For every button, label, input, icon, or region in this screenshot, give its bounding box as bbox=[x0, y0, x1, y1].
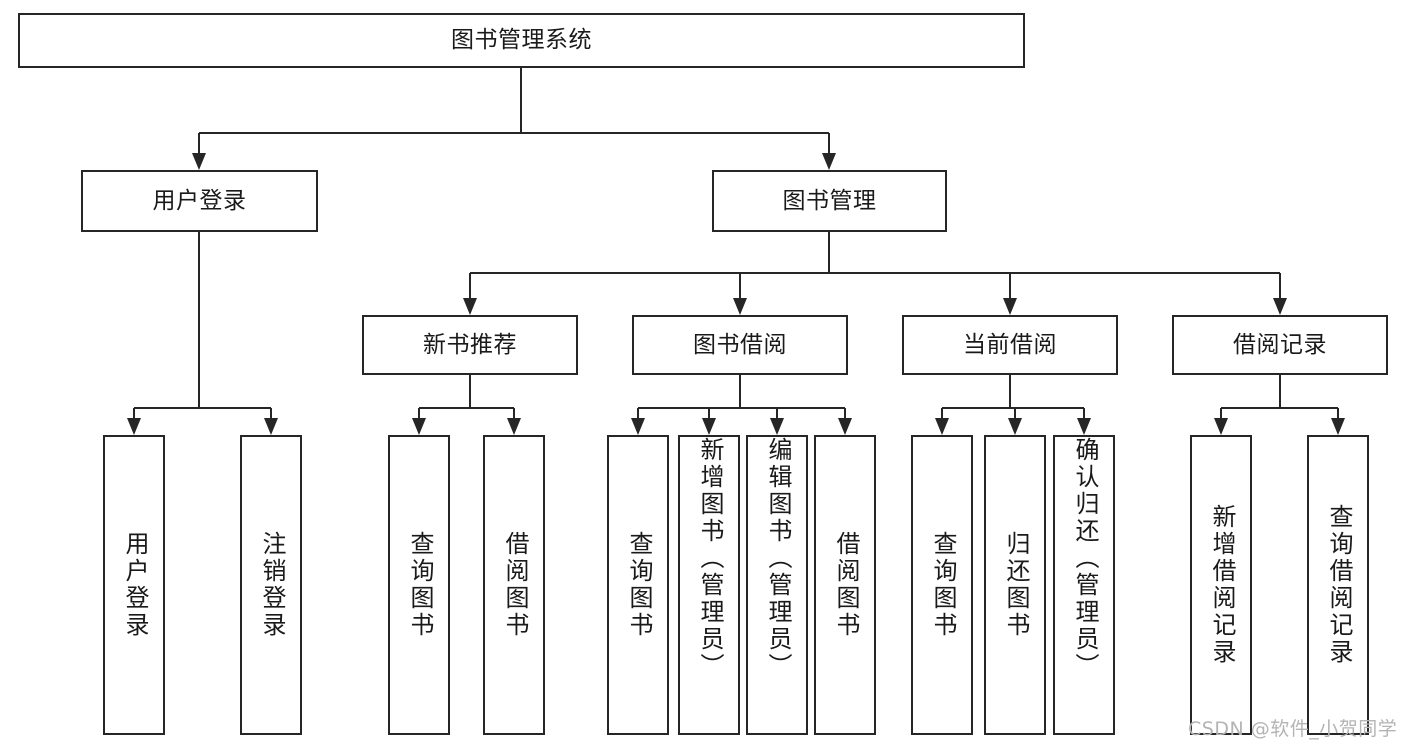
node-borrow-record-label: 借阅记录 bbox=[1233, 331, 1327, 358]
node-leaf-confirm-return[interactable]: 确认归还（管理员） bbox=[1053, 435, 1115, 735]
node-current-borrow[interactable]: 当前借阅 bbox=[902, 315, 1118, 375]
node-leaf-edit-book[interactable]: 编辑图书（管理员） bbox=[746, 435, 808, 735]
node-leaf-edit-book-label: 编辑图书（管理员） bbox=[763, 437, 792, 680]
node-book-manage[interactable]: 图书管理 bbox=[712, 170, 947, 232]
node-leaf-query-book-1-label: 查询图书 bbox=[405, 531, 434, 639]
node-leaf-query-record[interactable]: 查询借阅记录 bbox=[1307, 435, 1369, 735]
node-root-图书管理系统-label: 图书管理系统 bbox=[451, 27, 592, 54]
node-leaf-user-login-label: 用户登录 bbox=[120, 531, 149, 639]
node-borrow-record[interactable]: 借阅记录 bbox=[1172, 315, 1388, 375]
node-leaf-query-book-3-label: 查询图书 bbox=[928, 531, 957, 639]
node-leaf-add-book-label: 新增图书（管理员） bbox=[695, 437, 724, 680]
node-leaf-borrow-book-1-label: 借阅图书 bbox=[500, 531, 529, 639]
node-leaf-borrow-book-2[interactable]: 借阅图书 bbox=[814, 435, 876, 735]
node-current-borrow-label: 当前借阅 bbox=[963, 331, 1057, 358]
node-book-manage-label: 图书管理 bbox=[782, 187, 877, 214]
node-book-borrow-label: 图书借阅 bbox=[693, 331, 787, 358]
node-leaf-add-book[interactable]: 新增图书（管理员） bbox=[678, 435, 740, 735]
node-leaf-return-book-label: 归还图书 bbox=[1001, 531, 1030, 639]
node-leaf-add-record[interactable]: 新增借阅记录 bbox=[1190, 435, 1252, 735]
node-user-login[interactable]: 用户登录 bbox=[81, 170, 318, 232]
node-leaf-borrow-book-1[interactable]: 借阅图书 bbox=[483, 435, 545, 735]
node-new-book-rec-label: 新书推荐 bbox=[423, 331, 517, 358]
node-user-login-label: 用户登录 bbox=[152, 187, 247, 214]
node-leaf-query-book-2-label: 查询图书 bbox=[624, 531, 653, 639]
node-leaf-borrow-book-2-label: 借阅图书 bbox=[831, 531, 860, 639]
node-leaf-add-record-label: 新增借阅记录 bbox=[1207, 504, 1236, 666]
node-leaf-query-book-1[interactable]: 查询图书 bbox=[388, 435, 450, 735]
node-leaf-return-book[interactable]: 归还图书 bbox=[984, 435, 1046, 735]
node-new-book-rec[interactable]: 新书推荐 bbox=[362, 315, 578, 375]
node-leaf-query-record-label: 查询借阅记录 bbox=[1324, 504, 1353, 666]
node-leaf-query-book-3[interactable]: 查询图书 bbox=[911, 435, 973, 735]
node-leaf-user-login[interactable]: 用户登录 bbox=[103, 435, 165, 735]
node-leaf-logout[interactable]: 注销登录 bbox=[240, 435, 302, 735]
node-leaf-confirm-return-label: 确认归还（管理员） bbox=[1070, 437, 1099, 680]
csdn-watermark: CSDN @软件_小贺同学 bbox=[1188, 718, 1398, 740]
node-leaf-logout-label: 注销登录 bbox=[257, 531, 286, 639]
node-book-borrow[interactable]: 图书借阅 bbox=[632, 315, 848, 375]
node-root-图书管理系统[interactable]: 图书管理系统 bbox=[18, 13, 1025, 68]
node-leaf-query-book-2[interactable]: 查询图书 bbox=[607, 435, 669, 735]
